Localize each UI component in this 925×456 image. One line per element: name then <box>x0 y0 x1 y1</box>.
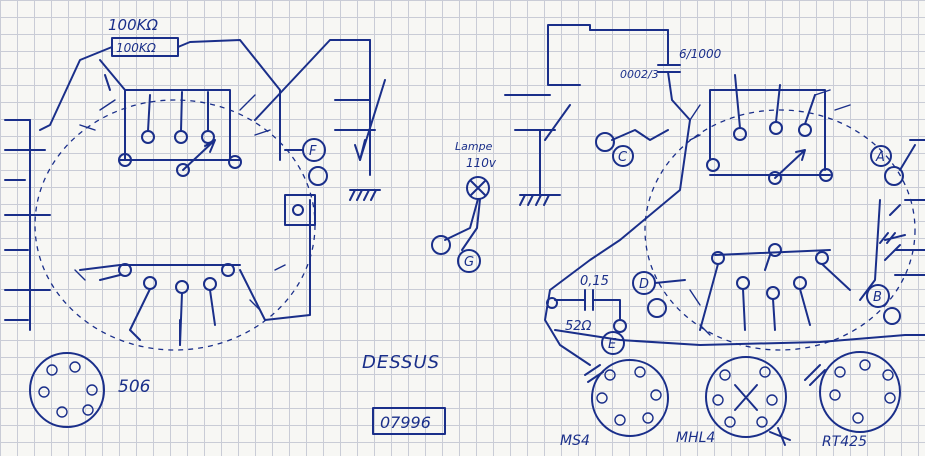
tube-socket-mhl4 <box>705 356 791 446</box>
lower-right-wafer <box>689 243 851 336</box>
resistor-bottom-label: 52Ω <box>565 319 592 334</box>
cap-top-left-label: 0002/3 <box>620 68 659 81</box>
upper-right-wafer <box>689 74 851 185</box>
tube-mhl4-label: MHL4 <box>676 430 715 446</box>
tube-socket-506 <box>29 352 105 428</box>
terminal-a-label: A <box>875 150 885 165</box>
terminal-f <box>284 138 328 226</box>
capacitor-6-1000 <box>589 29 691 121</box>
tube-506-label: 506 <box>118 377 151 397</box>
terminal-e <box>601 319 627 355</box>
lamp-label-line2: 110v <box>466 156 497 170</box>
terminal-b <box>859 199 925 325</box>
cap-top-value-label: 6/1000 <box>679 47 722 61</box>
terminal-b-label: B <box>873 290 882 305</box>
resistor-marking: 100KΩ <box>116 41 157 55</box>
terminal-d <box>632 271 686 318</box>
serial-box <box>372 407 446 435</box>
capacitor-0-15 <box>546 289 621 321</box>
terminal-d-label: D <box>639 277 649 292</box>
variable-capacitor-left <box>254 39 386 201</box>
terminal-a <box>870 139 925 216</box>
lower-wafer <box>74 199 311 346</box>
cap-bottom-value-label: 0,15 <box>580 274 609 289</box>
lamp-label-line1: Lampe <box>455 140 493 153</box>
terminal-f-label: F <box>309 144 317 159</box>
lamp-110v <box>431 176 490 273</box>
terminal-g-label: G <box>464 255 474 270</box>
upper-wafer <box>79 89 271 177</box>
resistor-100k <box>39 37 281 161</box>
left-edge-connectors <box>4 119 51 331</box>
right-wafer-outline <box>644 109 916 351</box>
serial-number: 07996 <box>380 413 431 432</box>
right-wafer-switch <box>504 24 925 366</box>
main-wire <box>544 119 691 366</box>
variable-capacitor-right <box>504 24 591 206</box>
bottom-bus-wire <box>554 329 925 346</box>
tube-socket-ms4 <box>584 359 669 437</box>
left-wafer-switch <box>4 37 386 351</box>
terminal-c-label: C <box>618 150 628 165</box>
tube-rt425-label: RT425 <box>822 434 867 450</box>
resistor-value-label: 100KΩ <box>108 16 158 34</box>
terminal-e-label: E <box>608 337 617 352</box>
tube-socket-rt425 <box>804 351 901 433</box>
tube-ms4-label: MS4 <box>560 433 590 449</box>
diagram-title: DESSUS <box>362 352 440 373</box>
terminal-c <box>595 129 669 167</box>
